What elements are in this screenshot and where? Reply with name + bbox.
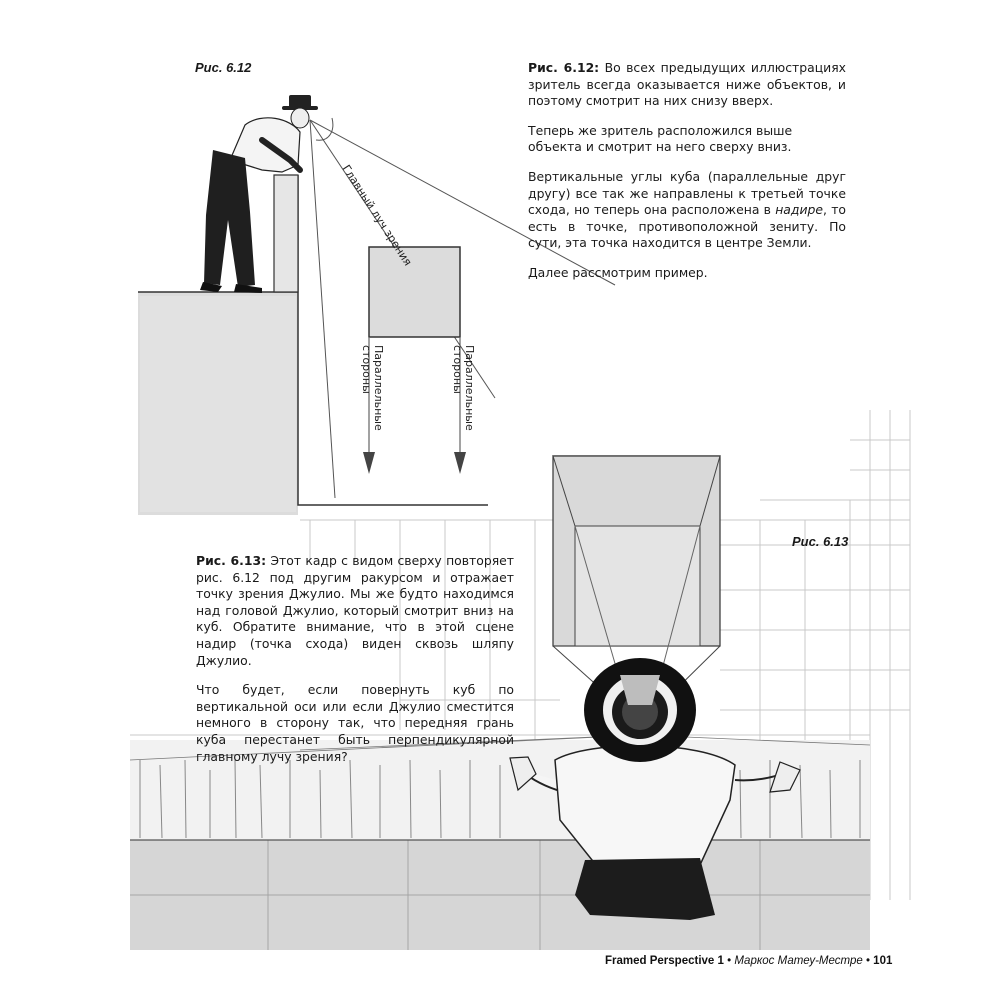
arrow-left-head [363, 452, 375, 474]
caption-6-12-p3-em: надире [775, 202, 824, 218]
caption-6-13-p1: Этот кадр с видом сверху повторяет рис. … [196, 553, 515, 668]
cube-square [368, 246, 461, 338]
caption-6-12-p3a: Вертикальные углы куба (параллельные дру… [528, 168, 846, 218]
viewer-figure [200, 95, 318, 293]
caption-6-12-p3b: , то есть в точке, противоположной зенит… [528, 202, 846, 251]
caption-6-12: Рис. 6.12: Во всех предыдущих иллюстраци… [528, 60, 846, 295]
parallel-sides-label-right: Параллельные стороны [451, 345, 476, 431]
footer-separator-1: • [727, 955, 732, 967]
caption-6-12-p4: Далее рассмотрим пример. [528, 264, 708, 280]
caption-6-12-title: Рис. 6.12: [528, 60, 600, 75]
fig-6-12-label: Рис. 6.12 [195, 60, 252, 75]
page-footer: Framed Perspective 1 • Маркос Матеу-Мест… [605, 955, 892, 967]
fig-6-13-label: Рис. 6.13 [792, 534, 849, 549]
caption-6-12-p2: Теперь же зритель расположился выше объе… [528, 122, 793, 155]
parapet [273, 174, 299, 293]
footer-book-title: Framed Perspective 1 [605, 955, 724, 967]
arrow-right-head [454, 452, 466, 474]
caption-6-13-p2: Что будет, если повернуть куб по вертика… [196, 682, 514, 764]
footer-separator-2: • [865, 955, 870, 967]
julio-top-view [509, 658, 801, 920]
caption-6-13: Рис. 6.13: Этот кадр с видом сверху повт… [196, 553, 514, 778]
footer-author: Маркос Матеу-Местре [734, 955, 863, 967]
fence-hatching [139, 759, 861, 839]
angle-arc [315, 117, 334, 141]
caption-6-12-p1: Во всех предыдущих иллюстрациях зритель … [528, 60, 847, 109]
parallel-sides-label-left: Параллельные стороны [360, 345, 385, 431]
cube-top-view [552, 455, 721, 716]
page-number: 101 [873, 955, 893, 967]
caption-6-13-title: Рис. 6.13: [196, 553, 267, 568]
